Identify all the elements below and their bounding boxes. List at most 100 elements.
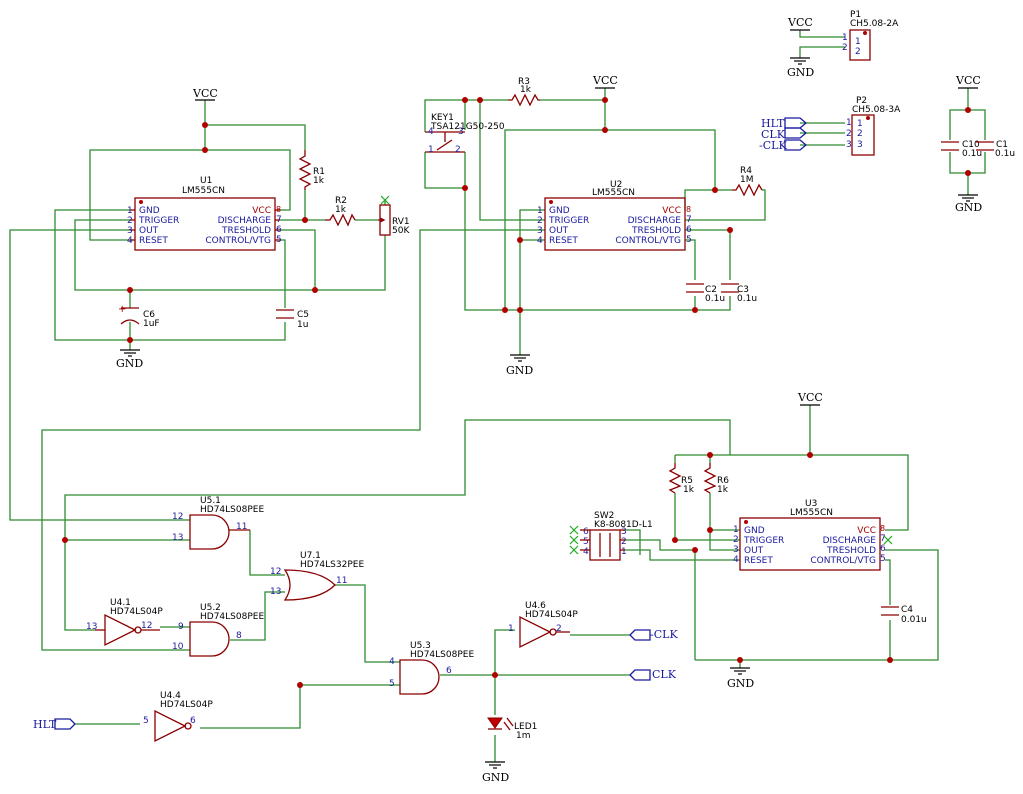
and-gate-u5-2: U5.2 HD74LS08PEE 9 10 8 (172, 603, 264, 657)
svg-text:C5: C5 (297, 310, 309, 320)
svg-text:U1: U1 (200, 176, 212, 186)
svg-text:GND: GND (744, 526, 765, 536)
svg-text:C2: C2 (705, 285, 717, 295)
svg-text:VCC: VCC (787, 16, 813, 29)
resistor-r5: R5 1k (668, 463, 695, 495)
svg-text:1: 1 (733, 525, 739, 535)
svg-text:VCC: VCC (252, 206, 271, 216)
svg-text:U5.1: U5.1 (200, 496, 221, 506)
svg-text:7: 7 (276, 215, 282, 225)
svg-text:CONTROL/VTG: CONTROL/VTG (615, 236, 681, 246)
capacitor-c1: C1 0.1u (976, 140, 1015, 159)
svg-text:2: 2 (842, 43, 848, 53)
svg-text:HLT: HLT (761, 117, 785, 130)
label-nclk-output: -CLK (629, 628, 678, 641)
svg-text:10: 10 (172, 642, 184, 652)
svg-text:CLK: CLK (652, 668, 677, 681)
svg-text:DISCHARGE: DISCHARGE (628, 216, 682, 226)
and-gate-u5-3: U5.3 HD74LS08PEE 4 5 6 (389, 641, 474, 695)
svg-text:0.1u: 0.1u (737, 294, 757, 304)
svg-text:2: 2 (127, 216, 133, 226)
svg-text:0.1u: 0.1u (705, 294, 725, 304)
svg-text:VCC: VCC (662, 206, 681, 216)
svg-text:1: 1 (621, 547, 627, 557)
vcc-symbol-decoupling: VCC (955, 74, 981, 89)
junctions (62, 97, 971, 688)
svg-text:1: 1 (857, 119, 863, 129)
svg-text:4: 4 (583, 547, 589, 557)
svg-text:GND: GND (787, 66, 814, 79)
svg-text:HD74LS04P: HD74LS04P (160, 700, 213, 710)
timer-u3: U3 LM555CN 1 2 3 4 GND TRIGGER OUT RESET… (733, 499, 893, 571)
svg-text:2: 2 (537, 216, 543, 226)
label-hlt-input: HLT (33, 718, 76, 731)
svg-text:1k: 1k (717, 485, 729, 495)
svg-text:1M: 1M (740, 175, 754, 185)
svg-text:OUT: OUT (549, 226, 569, 236)
svg-text:6: 6 (880, 544, 886, 554)
label-clk-p2: CLK (761, 127, 808, 141)
svg-text:HD74LS32PEE: HD74LS32PEE (300, 560, 364, 570)
inverter-u4-1: U4.1 HD74LS04P 13 12 (86, 598, 163, 647)
svg-text:5: 5 (276, 235, 282, 245)
svg-text:RV1: RV1 (392, 217, 410, 227)
capacitor-c5: C5 1u (276, 309, 309, 330)
gnd-symbol-p1: GND (787, 57, 814, 79)
svg-text:P1: P1 (850, 10, 861, 20)
svg-text:VCC: VCC (192, 87, 218, 100)
svg-text:4: 4 (733, 555, 739, 565)
svg-text:1: 1 (842, 33, 848, 43)
svg-text:GND: GND (116, 357, 143, 370)
svg-text:8: 8 (276, 205, 281, 214)
svg-text:U5.2: U5.2 (200, 603, 221, 613)
svg-text:R5: R5 (681, 476, 693, 486)
resistor-r4: R4 1M (732, 166, 763, 197)
svg-text:13: 13 (270, 587, 281, 597)
svg-text:C6: C6 (143, 310, 155, 320)
potentiometer-rv1: RV1 50K (378, 195, 410, 236)
svg-text:8: 8 (686, 205, 691, 214)
svg-text:5: 5 (389, 679, 395, 689)
svg-text:LM555CN: LM555CN (592, 188, 635, 198)
capacitor-c3: C3 0.1u (721, 283, 757, 304)
svg-text:1: 1 (855, 37, 861, 47)
svg-text:R1: R1 (313, 167, 325, 177)
svg-text:HD74LS08PEE: HD74LS08PEE (410, 650, 474, 660)
svg-text:11: 11 (336, 576, 347, 586)
svg-text:1: 1 (846, 118, 852, 128)
svg-text:3: 3 (733, 545, 739, 555)
svg-text:3: 3 (846, 140, 852, 150)
svg-text:+: + (118, 304, 126, 315)
vcc-symbol-u3: VCC (797, 391, 823, 406)
svg-text:LED1: LED1 (514, 722, 537, 732)
svg-text:R3: R3 (518, 77, 530, 87)
svg-text:HLT: HLT (33, 718, 57, 731)
pushbutton-key1: KEY1 TSA121G50-250 4 3 1 2 (425, 113, 505, 155)
connector-p1: P1 CH5.08-2A 1 2 1 2 (842, 10, 899, 61)
svg-text:TRIGGER: TRIGGER (138, 216, 179, 226)
svg-text:C10: C10 (962, 140, 980, 150)
svg-text:2: 2 (855, 47, 861, 57)
svg-text:2: 2 (846, 129, 852, 139)
svg-text:SW2: SW2 (594, 511, 614, 521)
svg-text:3: 3 (857, 140, 863, 150)
switch-sw2: SW2 K8-8081D-L1 6 5 4 3 2 1 (569, 511, 653, 561)
svg-text:OUT: OUT (744, 546, 764, 556)
svg-text:13: 13 (86, 622, 97, 632)
svg-text:6: 6 (190, 716, 196, 726)
svg-text:R2: R2 (335, 196, 347, 206)
svg-text:1k: 1k (313, 176, 325, 186)
wires (9, 30, 986, 762)
svg-text:R4: R4 (740, 166, 752, 176)
svg-text:5: 5 (686, 235, 692, 245)
svg-text:2: 2 (733, 535, 739, 545)
svg-text:1k: 1k (683, 485, 695, 495)
svg-text:4: 4 (428, 127, 434, 137)
net-labels: HLT CLK -CLK HLT -CLK CLK (33, 117, 808, 731)
svg-text:11: 11 (236, 522, 247, 532)
gnd-symbol-u3: GND (727, 667, 754, 690)
svg-text:LM555CN: LM555CN (182, 186, 225, 196)
gnd-symbol-u1: GND (116, 349, 143, 370)
timer-u2: U2 LM555CN 1 2 3 4 GND TRIGGER OUT RESET… (537, 180, 692, 251)
